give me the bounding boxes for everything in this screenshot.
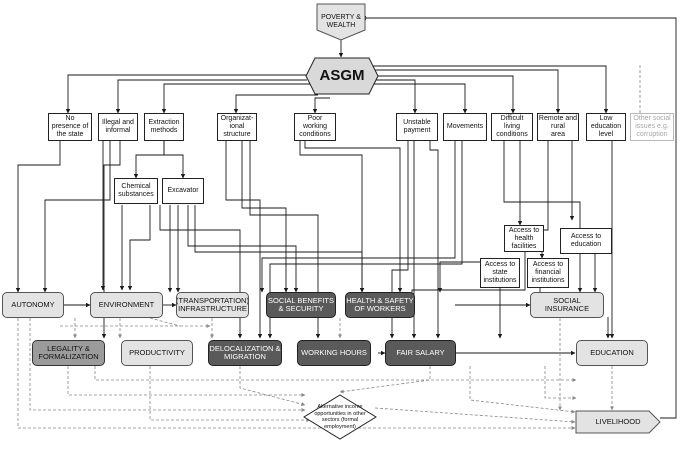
movements-label: Movements — [446, 123, 484, 130]
productivity-label: PRODUCTIVITY — [129, 348, 185, 357]
social-benefits-node: SOCIAL BENEFITS & SECURITY — [266, 292, 336, 318]
access-state-label: Access to state institutions — [483, 261, 517, 284]
education-node: EDUCATION — [576, 340, 648, 366]
delocalization-migration-label: DELOCALIZATION & MIGRATION — [209, 344, 281, 361]
working-hours-node: WORKING HOURS — [297, 340, 371, 366]
poverty-wealth-label: POVERTY & WEALTH — [321, 14, 361, 29]
autonomy-node: AUTONOMY — [2, 292, 64, 318]
other-social-issues-label: Other social issues e.g. corruption — [633, 115, 671, 138]
difficult-living-node: Difficult living conditions — [491, 113, 533, 141]
remote-rural-label: Remote and rural area — [538, 115, 578, 138]
unstable-payment-node: Unstable payment — [396, 113, 438, 141]
access-education-node: Access to education — [560, 228, 612, 254]
access-financial-node: Access to financial institutions — [527, 258, 569, 288]
alternative-income-node: Alternative income opportunities in othe… — [303, 394, 377, 440]
productivity-node: PRODUCTIVITY — [121, 340, 193, 366]
difficult-living-label: Difficult living conditions — [496, 115, 528, 138]
low-education-node: Low education level — [586, 113, 626, 141]
extraction-methods-label: Extraction methods — [148, 119, 180, 134]
asgm-node: ASGM — [305, 57, 379, 95]
livelihood-label: LIVELIHOOD — [595, 417, 641, 426]
social-insurance-label: SOCIAL INSURANCE — [544, 296, 590, 313]
chemical-substances-label: Chemical substances — [118, 183, 154, 198]
autonomy-label: AUTONOMY — [11, 300, 55, 309]
extraction-methods-node: Extraction methods — [144, 113, 184, 141]
remote-rural-node: Remote and rural area — [537, 113, 579, 141]
illegal-informal-label: Illegal and informal — [102, 119, 134, 134]
poverty-wealth-node: POVERTY & WEALTH — [316, 3, 366, 41]
other-social-issues-node: Other social issues e.g. corruption — [630, 113, 674, 141]
poor-working-conditions-label: Poor working conditions — [299, 115, 331, 138]
alternative-income-label: Alternative income opportunities in othe… — [314, 404, 366, 430]
poor-working-conditions-node: Poor working conditions — [294, 113, 336, 141]
organizational-structure-label: Organizat- ional structure — [220, 115, 254, 138]
livelihood-node: LIVELIHOOD — [575, 410, 661, 434]
delocalization-migration-node: DELOCALIZATION & MIGRATION — [208, 340, 282, 366]
dashed-connectors — [17, 65, 641, 430]
access-health-label: Access to health facilities — [508, 226, 540, 250]
illegal-informal-node: Illegal and informal — [98, 113, 138, 141]
access-financial-label: Access to financial institutions — [531, 261, 565, 284]
chemical-substances-node: Chemical substances — [114, 178, 158, 204]
education-label: EDUCATION — [590, 348, 634, 357]
solid-connectors — [15, 15, 677, 419]
fair-salary-node: FAIR SALARY — [385, 340, 456, 366]
health-safety-label: HEALTH & SAFETY OF WORKERS — [346, 296, 414, 313]
no-state-node: No presence of the state — [48, 113, 92, 141]
movements-node: Movements — [443, 113, 487, 141]
excavator-node: Excavator — [162, 178, 204, 204]
health-safety-node: HEALTH & SAFETY OF WORKERS — [345, 292, 415, 318]
environment-label: ENVIRONMENT — [98, 300, 155, 309]
no-state-label: No presence of the state — [51, 115, 89, 138]
legality-formalization-node: LEGALITY & FORMALIZATION — [32, 340, 105, 366]
access-state-node: Access to state institutions — [480, 258, 520, 288]
organizational-structure-node: Organizat- ional structure — [217, 113, 257, 141]
infrastructure-label: (TRANSPORTATION) INFRASTRUCTURE — [176, 296, 249, 313]
infrastructure-node: (TRANSPORTATION) INFRASTRUCTURE — [176, 292, 249, 318]
excavator-label: Excavator — [167, 187, 199, 194]
unstable-payment-label: Unstable payment — [403, 119, 431, 134]
access-health-node: Access to health facilities — [504, 225, 544, 252]
social-benefits-label: SOCIAL BENEFITS & SECURITY — [268, 296, 334, 313]
low-education-label: Low education level — [590, 115, 622, 138]
fair-salary-label: FAIR SALARY — [396, 348, 445, 357]
social-insurance-node: SOCIAL INSURANCE — [530, 292, 604, 318]
legality-formalization-label: LEGALITY & FORMALIZATION — [38, 344, 99, 361]
asgm-label: ASGM — [319, 67, 365, 84]
environment-node: ENVIRONMENT — [90, 292, 163, 318]
working-hours-label: WORKING HOURS — [301, 348, 367, 357]
access-education-label: Access to education — [570, 233, 602, 248]
